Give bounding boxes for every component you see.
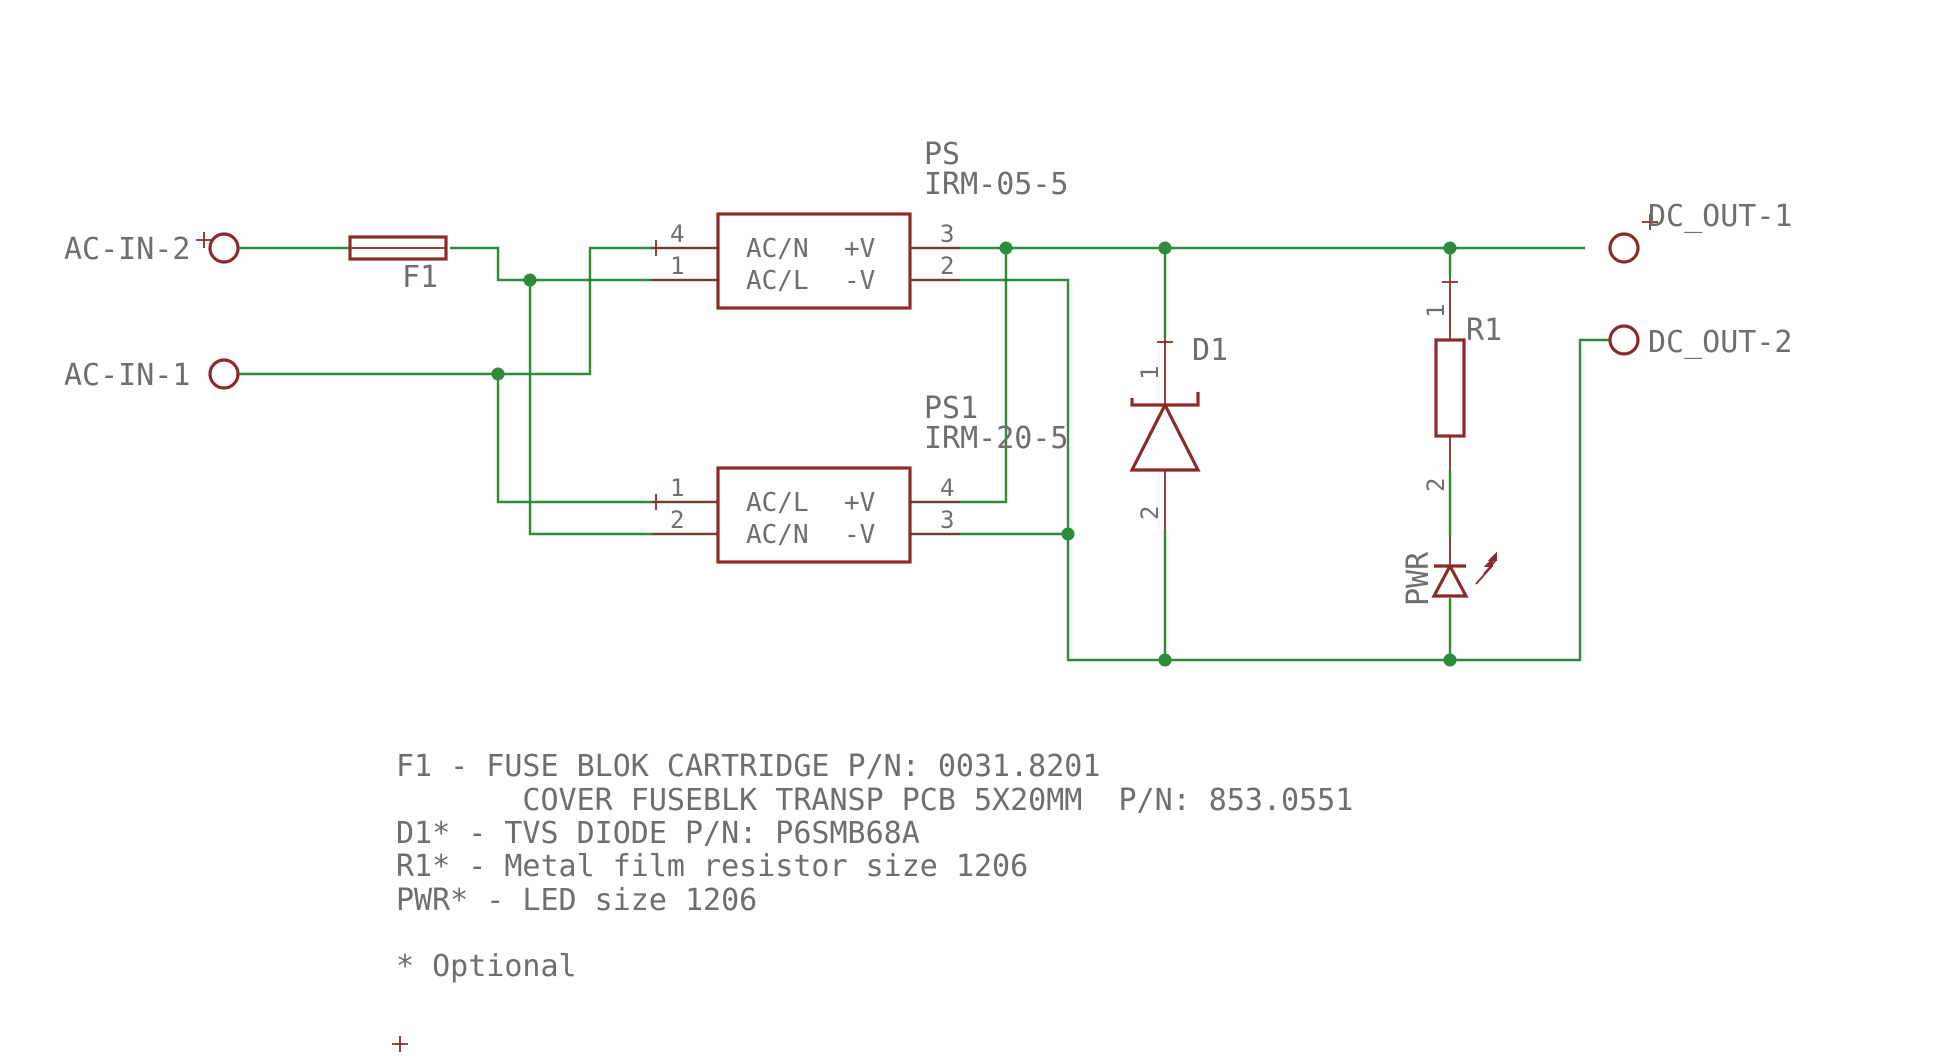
led-triangle-icon bbox=[1431, 562, 1469, 598]
wire-ps-neg bbox=[910, 278, 1610, 662]
module-pin-label: +V bbox=[844, 488, 875, 518]
note-line: F1 - FUSE BLOK CARTRIDGE P/N: 0031.8201 bbox=[396, 749, 1100, 784]
junction-dot bbox=[1061, 527, 1075, 541]
led-arrowhead-icon bbox=[1483, 551, 1497, 567]
pin-number: 3 bbox=[940, 506, 954, 534]
module-pin-label: AC/N bbox=[746, 234, 809, 264]
diode-zener-bar-icon bbox=[1130, 392, 1200, 407]
junction-dot bbox=[1443, 241, 1457, 255]
module-body bbox=[716, 466, 912, 564]
junction-dot bbox=[1158, 653, 1172, 667]
diode-triangle-icon bbox=[1129, 401, 1201, 472]
module-pin-label: -V bbox=[844, 266, 875, 296]
junction-dot bbox=[999, 241, 1013, 255]
note-line: R1* - Metal film resistor size 1206 bbox=[396, 849, 1028, 884]
junction-dot bbox=[1158, 241, 1172, 255]
pin-number: 2 bbox=[670, 506, 684, 534]
resistor-body-icon bbox=[1434, 338, 1466, 438]
junction-dot bbox=[523, 273, 537, 287]
connector-pad-icon bbox=[208, 232, 240, 264]
module-pin-label: +V bbox=[844, 234, 875, 264]
connector-label: AC-IN-1 bbox=[64, 358, 190, 393]
plus-mark bbox=[196, 232, 212, 248]
note-line: COVER FUSEBLK TRANSP PCB 5X20MM P/N: 853… bbox=[396, 783, 1353, 818]
pin-number: 3 bbox=[940, 220, 954, 248]
note-line: PWR* - LED size 1206 bbox=[396, 883, 757, 918]
origin-cross-icon bbox=[392, 1036, 408, 1052]
connector-dc-out-1: DC_OUT-1 bbox=[1608, 199, 1793, 264]
pin-number: 1 bbox=[670, 474, 684, 502]
wire-acin1 bbox=[238, 246, 718, 376]
module-model: IRM-20-5 bbox=[924, 421, 1069, 456]
wire-fuse-out bbox=[450, 246, 718, 282]
module-pin-label: -V bbox=[844, 520, 875, 550]
fuse-label: F1 bbox=[402, 260, 438, 295]
module-model: IRM-05-5 bbox=[924, 167, 1069, 202]
fuse-f1: F1 bbox=[348, 235, 448, 295]
connector-label: DC_OUT-2 bbox=[1648, 325, 1793, 360]
wire-n-to-ps1 bbox=[496, 374, 718, 504]
pin-number: 2 bbox=[940, 252, 954, 280]
pin-number: 1 bbox=[1422, 304, 1450, 318]
junction-dot bbox=[1443, 653, 1457, 667]
connector-pad-icon bbox=[208, 358, 240, 390]
module-name: PS bbox=[924, 137, 960, 172]
resistor-label: R1 bbox=[1466, 313, 1502, 348]
diode-label: D1 bbox=[1192, 333, 1228, 368]
note-line: * Optional bbox=[396, 949, 577, 984]
connector-ac-in-1: AC-IN-1 bbox=[64, 358, 240, 393]
pin-number: 1 bbox=[1136, 366, 1164, 380]
pin-number: 2 bbox=[1422, 478, 1450, 492]
notes-block: F1 - FUSE BLOK CARTRIDGE P/N: 0031.8201 … bbox=[392, 749, 1353, 1052]
connector-label: DC_OUT-1 bbox=[1648, 199, 1793, 234]
module-name: PS1 bbox=[924, 391, 978, 426]
wire-ps1-pos bbox=[910, 248, 1008, 504]
note-line: D1* - TVS DIODE P/N: P6SMB68A bbox=[396, 816, 920, 851]
power-supply-ps: PS IRM-05-5 AC/N +V AC/L -V 4 1 3 2 bbox=[652, 137, 1069, 310]
led-pwr: PWR bbox=[1401, 536, 1497, 606]
module-pin-label: AC/L bbox=[746, 266, 809, 296]
pin-lines bbox=[652, 247, 960, 281]
connector-label: AC-IN-2 bbox=[64, 232, 190, 267]
pin-number: 4 bbox=[670, 220, 684, 248]
wire-l-to-ps1 bbox=[528, 280, 718, 536]
connector-ac-in-2: AC-IN-2 bbox=[64, 232, 240, 267]
junction-dot bbox=[491, 367, 505, 381]
pin-number: 2 bbox=[1136, 506, 1164, 520]
led-label: PWR bbox=[1401, 551, 1436, 606]
tvs-diode-d1: D1 1 2 bbox=[1129, 333, 1228, 530]
connector-dc-out-2: DC_OUT-2 bbox=[1608, 324, 1793, 360]
pin-number: 1 bbox=[670, 252, 684, 280]
module-pin-label: AC/L bbox=[746, 488, 809, 518]
pin-number: 4 bbox=[940, 474, 954, 502]
power-supply-ps1: PS1 IRM-20-5 AC/L +V AC/N -V 1 2 4 3 bbox=[652, 391, 1069, 564]
module-pin-label: AC/N bbox=[746, 520, 809, 550]
pin-lines bbox=[652, 501, 960, 535]
connector-pad-icon bbox=[1608, 232, 1640, 264]
connector-pad-icon bbox=[1608, 324, 1640, 356]
plus-mark bbox=[1642, 214, 1658, 230]
resistor-r1: R1 1 2 bbox=[1422, 278, 1502, 492]
junctions bbox=[491, 241, 1457, 667]
module-body bbox=[716, 212, 912, 310]
